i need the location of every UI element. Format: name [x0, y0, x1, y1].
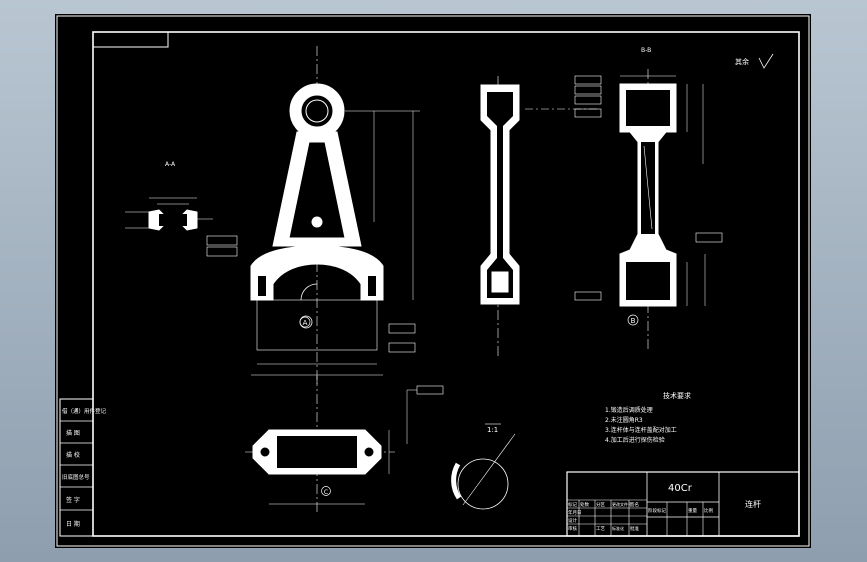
tb-cell-10: 标准化 — [612, 525, 624, 531]
code-box — [92, 31, 169, 48]
section-bb-label: B-B — [641, 47, 651, 54]
tb-cell-4: 更改文件号 — [612, 501, 632, 507]
outer-border — [56, 15, 810, 547]
roughness-other-label: 其余 — [735, 57, 749, 66]
tb-cell-6: 年月日 — [568, 509, 582, 516]
tb-cell-2: 处数 — [580, 501, 589, 508]
roughness-symbol — [758, 53, 774, 69]
side-table-row-6: 日 期 — [66, 520, 80, 528]
side-table-row-5: 签 字 — [66, 496, 80, 504]
section-aa-label: A-A — [165, 161, 176, 168]
section-aa-view — [125, 197, 213, 231]
side-table-row-1: 借（通）用件登记 — [62, 407, 107, 415]
part-name-label: 连杆 — [745, 499, 761, 509]
side-table-row-3: 描 校 — [66, 451, 80, 459]
tech-req-line-4: 4.加工后进行探伤检验 — [605, 436, 665, 444]
tb-cell-12: 阶段标记 — [648, 507, 666, 514]
tb-cell-9: 工艺 — [596, 526, 605, 532]
right-section-view — [574, 69, 723, 349]
tb-cell-5: 签名 — [630, 501, 639, 508]
tb-cell-11: 批准 — [630, 525, 639, 532]
tech-requirements: 技术要求 1.锻造后调质处理 2.未注圆角R3 3.连杆体与连杆盖配对加工 4.… — [605, 391, 691, 444]
detail-view — [451, 433, 516, 510]
tb-cell-14: 比例 — [704, 507, 713, 514]
drawing-viewport[interactable]: A B-B B 其余 A-A — [55, 14, 811, 548]
front-view — [206, 46, 420, 384]
material-label: 40Cr — [668, 483, 693, 494]
tb-cell-13: 重量 — [688, 507, 697, 514]
tech-req-line-2: 2.未注圆角R3 — [605, 416, 643, 424]
side-view — [480, 76, 600, 359]
title-block: 40Cr 连杆 标记 处数 分区 更改文件号 签名 年月日 设计 审核 工艺 标… — [566, 471, 800, 537]
side-table: 借（通）用件登记 描 图 描 校 旧底图总号 签 字 日 期 — [59, 398, 107, 537]
tb-cell-7: 设计 — [568, 517, 577, 524]
tb-cell-1: 标记 — [568, 501, 577, 508]
top-view — [245, 376, 444, 514]
tech-requirements-title: 技术要求 — [663, 391, 691, 400]
side-table-row-4: 旧底图总号 — [62, 473, 90, 481]
datum-b-label: B — [631, 317, 636, 325]
tb-cell-8: 审核 — [568, 525, 577, 532]
datum-a-label: A — [303, 319, 308, 327]
datum-c-label: C — [324, 489, 328, 496]
tech-req-line-1: 1.锻造后调质处理 — [605, 406, 653, 414]
tech-req-line-3: 3.连杆体与连杆盖配对加工 — [605, 426, 677, 434]
side-table-row-2: 描 图 — [66, 429, 80, 437]
inner-border — [92, 31, 800, 537]
engineering-drawing: A B-B B 其余 A-A — [56, 15, 810, 547]
scale-ratio-label: 1:1 — [487, 426, 498, 434]
tb-cell-3: 分区 — [596, 501, 605, 508]
